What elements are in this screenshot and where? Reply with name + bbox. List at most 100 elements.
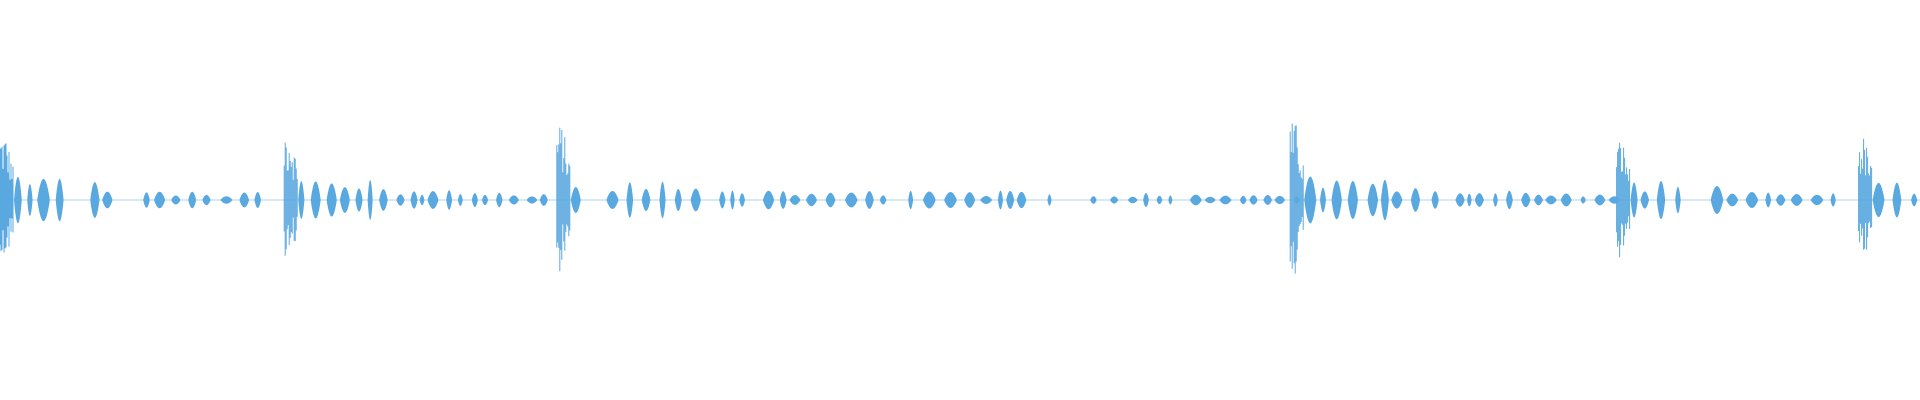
waveform-sample: [980, 195, 993, 205]
waveform-sample: [379, 189, 388, 211]
waveform-sample: [1580, 196, 1586, 204]
waveform-sample: [908, 190, 914, 210]
waveform-sample: [1367, 183, 1379, 217]
waveform-sample: [964, 192, 976, 208]
waveform-sample: [659, 181, 666, 219]
waveform-sample: [481, 194, 489, 206]
waveform-sample: [690, 188, 701, 212]
waveform-sample: [90, 182, 100, 218]
waveform-sample: [220, 196, 233, 204]
waveform-sample: [427, 191, 439, 209]
waveform-sample: [419, 194, 425, 206]
waveform-sample: [310, 181, 321, 219]
waveform-sample: [539, 194, 548, 206]
waveform-sample: [1168, 195, 1173, 205]
waveform-sample: [1560, 193, 1572, 207]
waveform-sample: [355, 188, 363, 212]
waveform-sample: [171, 195, 181, 205]
waveform-sample: [1790, 194, 1803, 206]
waveform-sample: [496, 192, 503, 208]
waveform-sample: [1506, 190, 1513, 210]
waveform-sample: [762, 190, 775, 210]
waveform-sample: [410, 191, 418, 209]
waveform-sample: [1675, 186, 1681, 214]
waveform-sample: [326, 183, 337, 217]
waveform-sample: [1189, 194, 1202, 206]
waveform-sample: [789, 195, 801, 205]
waveform-sample: [1239, 195, 1247, 205]
waveform-sample: [1274, 195, 1286, 205]
waveform-sample: [1110, 196, 1119, 204]
waveform-sample: [102, 191, 113, 209]
waveform-sample: [641, 189, 651, 211]
waveform-sample: [739, 193, 745, 207]
waveform-sample: [457, 194, 463, 206]
waveform-sample: [1304, 176, 1317, 224]
waveform-sample: [471, 193, 478, 207]
waveform-sample: [674, 188, 682, 212]
waveform-burst: [1858, 138, 1920, 250]
waveform-burst: [1289, 123, 1621, 274]
waveform-sample: [844, 192, 858, 208]
waveform-sample: [55, 178, 64, 222]
waveform-sample: [367, 180, 373, 220]
waveform-sample: [1775, 194, 1786, 206]
waveform-sample: [879, 195, 887, 205]
waveform-sample: [1156, 195, 1163, 205]
waveform-sample: [188, 191, 197, 209]
waveform-sample: [298, 181, 305, 219]
waveform-sample: [1143, 192, 1149, 208]
waveform-sample: [570, 187, 581, 213]
waveform-sample: [1534, 194, 1543, 206]
waveform-sample: [1090, 196, 1097, 204]
waveform-sample: [1391, 191, 1403, 209]
waveform-sample: [1474, 193, 1484, 207]
waveform-sample: [202, 194, 211, 206]
waveform-sample: [1204, 196, 1216, 204]
waveform-sample: [1710, 186, 1724, 214]
waveform-sample: [154, 191, 166, 209]
waveform-burst: [0, 143, 261, 253]
waveform-sample: [396, 194, 405, 206]
waveform-sample: [1263, 195, 1273, 205]
waveform-sample: [779, 191, 787, 209]
waveform-sample: [944, 191, 957, 209]
waveform-sample: [1745, 191, 1759, 209]
waveform-sample: [1521, 192, 1531, 208]
waveform-sample: [1455, 193, 1465, 207]
waveform-sample: [14, 176, 22, 224]
waveform-sample: [1410, 188, 1421, 212]
waveform-sample: [1047, 194, 1052, 206]
waveform-sample: [1545, 195, 1557, 205]
waveform-sample: [1493, 193, 1498, 207]
waveform-sample: [508, 195, 519, 205]
waveform-sample: [1380, 179, 1389, 221]
waveform-sample: [1249, 195, 1258, 205]
waveform-sample: [825, 192, 836, 208]
waveform-sample: [1127, 196, 1138, 204]
waveform-sample: [1016, 191, 1027, 209]
waveform-sample: [719, 191, 726, 209]
waveform-sample: [526, 196, 538, 204]
waveform-sample: [1594, 194, 1606, 206]
waveform-sample: [626, 182, 634, 218]
waveform-sample: [997, 190, 1003, 210]
waveform-sample: [1726, 193, 1739, 207]
waveform-sample: [606, 191, 619, 209]
waveform-sample: [1892, 182, 1902, 218]
waveform-sample: [339, 187, 350, 213]
waveform-sample: [1911, 193, 1918, 207]
waveform-sample: [1765, 192, 1772, 208]
waveform-sample: [143, 192, 150, 208]
waveform-sample: [1872, 182, 1885, 218]
waveform-sample: [1640, 191, 1649, 209]
waveform-sample: [1347, 180, 1358, 220]
waveform-sample: [1630, 182, 1638, 218]
waveform-sample: [239, 192, 250, 208]
waveform-sample: [1219, 195, 1232, 205]
waveform-burst: [283, 142, 548, 256]
waveform-sample: [730, 190, 735, 210]
waveform-sample: [865, 191, 874, 209]
